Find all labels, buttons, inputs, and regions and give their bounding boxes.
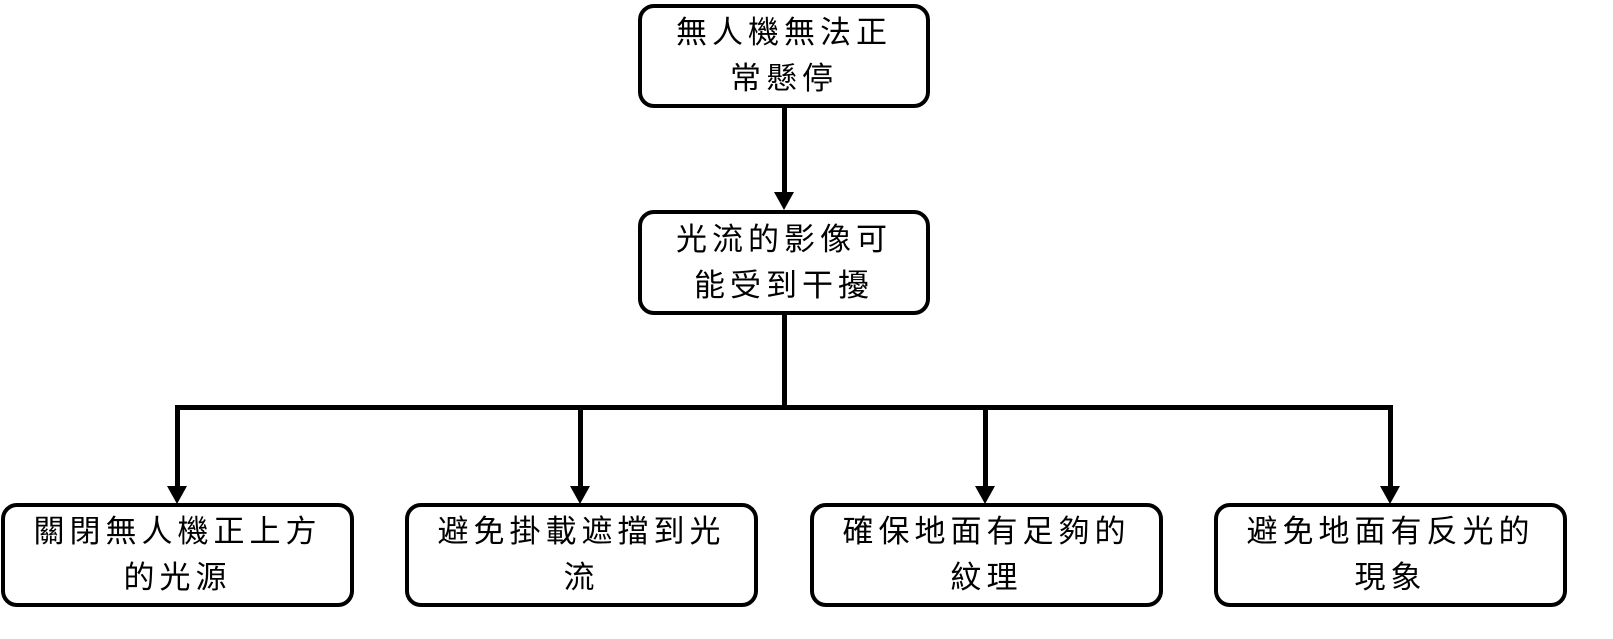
connector-branch-3: [983, 405, 988, 489]
cause-text: 光流的影像可 能受到干擾: [666, 217, 902, 309]
connector-root-to-cause: [782, 108, 787, 194]
arrowhead-cause: [774, 192, 794, 210]
arrowhead-solution-1: [167, 486, 187, 504]
solution-text-2: 避免掛載遮擋到光 流: [428, 509, 736, 601]
root-problem-line-2: 常懸停: [730, 61, 838, 97]
solution-node-4: 避免地面有反光的 現象: [1214, 503, 1567, 607]
connector-cause-trunk: [782, 315, 787, 409]
connector-horizontal-bus: [175, 405, 1393, 410]
cause-line-2: 能受到干擾: [694, 267, 874, 304]
root-problem-text: 無人機無法正 常懸停: [666, 10, 902, 102]
solution-1-line-2: 的光源: [123, 560, 232, 596]
solution-2-line-1: 避免掛載遮擋到光: [437, 514, 726, 550]
connector-branch-1: [175, 405, 180, 489]
cause-line-1: 光流的影像可: [676, 221, 892, 258]
solution-text-4: 避免地面有反光的 現象: [1237, 509, 1545, 601]
solution-node-3: 確保地面有足夠的 紋理: [810, 503, 1163, 607]
solution-node-2: 避免掛載遮擋到光 流: [405, 503, 758, 607]
solution-1-line-1: 關閉無人機正上方: [33, 514, 322, 550]
cause-node: 光流的影像可 能受到干擾: [638, 210, 930, 315]
root-problem-line-1: 無人機無法正: [676, 15, 892, 51]
arrowhead-solution-2: [570, 486, 590, 504]
solution-3-line-2: 紋理: [950, 560, 1023, 596]
solution-4-line-2: 現象: [1354, 560, 1427, 596]
solution-text-1: 關閉無人機正上方 的光源: [24, 509, 332, 601]
solution-text-3: 確保地面有足夠的 紋理: [833, 509, 1141, 601]
solution-node-1: 關閉無人機正上方 的光源: [1, 503, 354, 607]
arrowhead-solution-3: [975, 486, 995, 504]
connector-branch-4: [1388, 405, 1393, 489]
solution-3-line-1: 確保地面有足夠的: [842, 514, 1131, 550]
arrowhead-solution-4: [1380, 486, 1400, 504]
root-problem-node: 無人機無法正 常懸停: [638, 4, 930, 108]
solution-4-line-1: 避免地面有反光的: [1246, 514, 1535, 550]
connector-branch-2: [578, 405, 583, 489]
solution-2-line-2: 流: [563, 560, 600, 596]
